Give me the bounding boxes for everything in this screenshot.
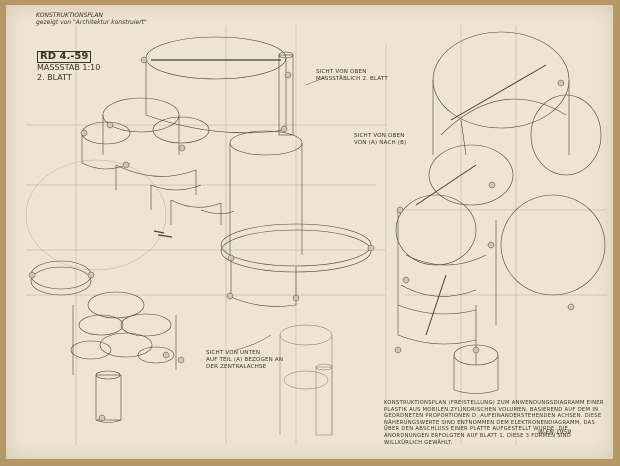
note-bottom-line1: SICHT VON UNTEN [206, 350, 261, 356]
title-block: RD 4.-59 MASSSTAB 1:10 2. BLATT [37, 51, 100, 83]
note-bottom-line2: AUF TEIL (A) BEZOGEN AN [206, 357, 284, 363]
drawing-sheet: KONSTRUKTIONSPLAN gezeigt von "Architekt… [6, 5, 613, 459]
annotation-leaders [235, 76, 327, 351]
drawing-scale: MASSSTAB 1:10 [37, 63, 101, 72]
header-note: KONSTRUKTIONSPLAN gezeigt von "Architekt… [36, 12, 147, 26]
note-top-view-label: SICHT VON OBEN [316, 69, 367, 75]
note-top-view-sub: MASSSTÄBLICH 2. BLATT [316, 76, 388, 82]
note-top-view: SICHT VON OBEN MASSSTÄBLICH 2. BLATT [316, 69, 388, 83]
drawing-code: RD 4.-59 [37, 51, 92, 63]
header-note-line1: KONSTRUKTIONSPLAN [36, 12, 103, 19]
drawing-sheet-number: 2. BLATT [37, 73, 72, 82]
note-top-view2-label: SICHT VON OBEN [354, 133, 405, 139]
header-note-line2: gezeigt von "Architektur konstruiert" [36, 19, 147, 26]
left-cluster [30, 260, 177, 423]
note-top-view-2: SICHT VON OBEN VON (A) NACH (B) [354, 133, 406, 147]
right-composition [395, 31, 606, 394]
note-top-view2-sub: VON (A) NACH (B) [354, 140, 407, 146]
center-composition [81, 36, 372, 307]
bottom-cylinders [279, 324, 333, 436]
technical-drawing [25, 25, 606, 445]
note-bottom-view: SICHT VON UNTEN AUF TEIL (A) BEZOGEN AN … [206, 350, 283, 371]
note-bottom-line3: DER ZENTRALACHSE [206, 364, 267, 370]
joint-markers [28, 56, 575, 422]
description-text: KONSTRUKTIONSPLAN (FREISTELLUNG) ZUM ANW… [384, 400, 604, 446]
signature: W-EN 1959 [538, 429, 572, 436]
